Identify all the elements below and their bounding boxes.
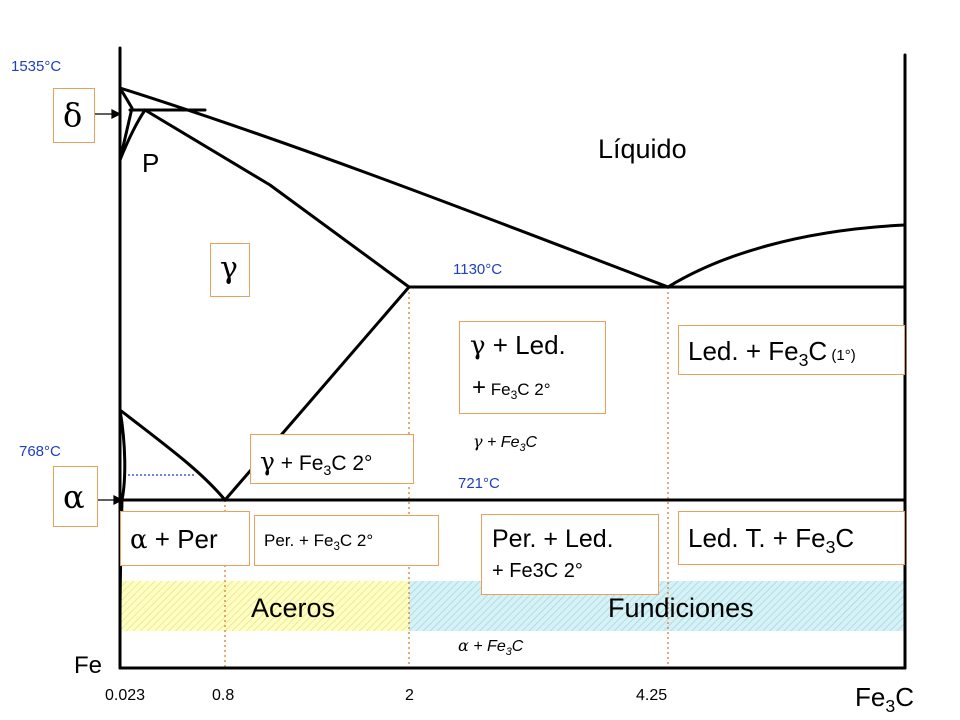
gamma-led-line2: + Fe3C 2° <box>472 374 551 403</box>
alpha-per-label: α + Per <box>130 524 218 555</box>
temp-768-label: 768°C <box>19 443 61 460</box>
gamma-fe3c-italic-label: γ + Fe3C <box>473 432 538 454</box>
phase-boundaries <box>118 46 907 670</box>
fe3c-axis-label: Fe3C <box>855 682 914 717</box>
ledt-fe3c-box: Led. T. + Fe3C <box>678 511 905 565</box>
gamma-fe3c-box: γ + Fe3C 2° <box>250 434 414 484</box>
delta-symbol: δ <box>63 96 83 134</box>
tick-label: 0.8 <box>212 687 235 704</box>
fe-axis-label: Fe <box>74 652 103 679</box>
delta-region-boundary <box>118 86 134 162</box>
alpha-solvus-line <box>118 408 127 502</box>
tick-label: 4.25 <box>636 687 668 704</box>
gamma-phase-box: γ <box>210 243 250 297</box>
gamma-led-line1: γ + Led. <box>470 330 566 361</box>
temp-1130-label: 1130°C <box>453 261 503 278</box>
delta-gamma-boundary <box>118 108 147 162</box>
liquido-label: Líquido <box>598 134 687 164</box>
liquidus-left <box>118 86 670 289</box>
p-label: P <box>142 148 160 178</box>
led-fe3c-box: Led. + Fe3C (1°) <box>678 325 905 375</box>
led-fe3c-label: Led. + Fe3C (1°) <box>688 336 856 371</box>
alpha-fe3c-italic-label: α + Fe3C <box>458 636 524 658</box>
gamma-led-box: γ + Led. + Fe3C 2° <box>459 321 606 414</box>
pointer-arrows <box>95 109 124 505</box>
per-fe3c-label: Per. + Fe3C 2° <box>264 531 374 554</box>
gamma-symbol: γ <box>220 251 238 286</box>
tick-label: 2 <box>405 687 414 704</box>
tick-label: 0.023 <box>105 687 146 704</box>
per-led-box: Per. + Led. + Fe3C 2° <box>481 514 659 595</box>
per-led-line1: Per. + Led. <box>492 525 614 553</box>
delta-phase-box: δ <box>53 88 95 143</box>
a3-line <box>118 408 227 502</box>
aceros-band <box>121 581 409 631</box>
aceros-label: Aceros <box>251 593 336 623</box>
per-fe3c-box: Per. + Fe3C 2° <box>254 515 439 566</box>
fundiciones-label: Fundiciones <box>608 593 754 623</box>
gamma-fe3c-label: γ + Fe3C 2° <box>260 447 373 479</box>
alpha-per-box: α + Per <box>120 511 250 566</box>
ledt-fe3c-label: Led. T. + Fe3C <box>688 523 855 558</box>
temp-1535-label: 1535°C <box>11 58 62 75</box>
solidus-line <box>143 108 411 289</box>
alpha-phase-box: α <box>53 466 98 527</box>
liquidus-right <box>666 223 907 289</box>
temp-721-label: 721°C <box>458 475 500 492</box>
alpha-symbol: α <box>63 478 85 516</box>
per-led-line2: + Fe3C 2° <box>492 560 583 582</box>
